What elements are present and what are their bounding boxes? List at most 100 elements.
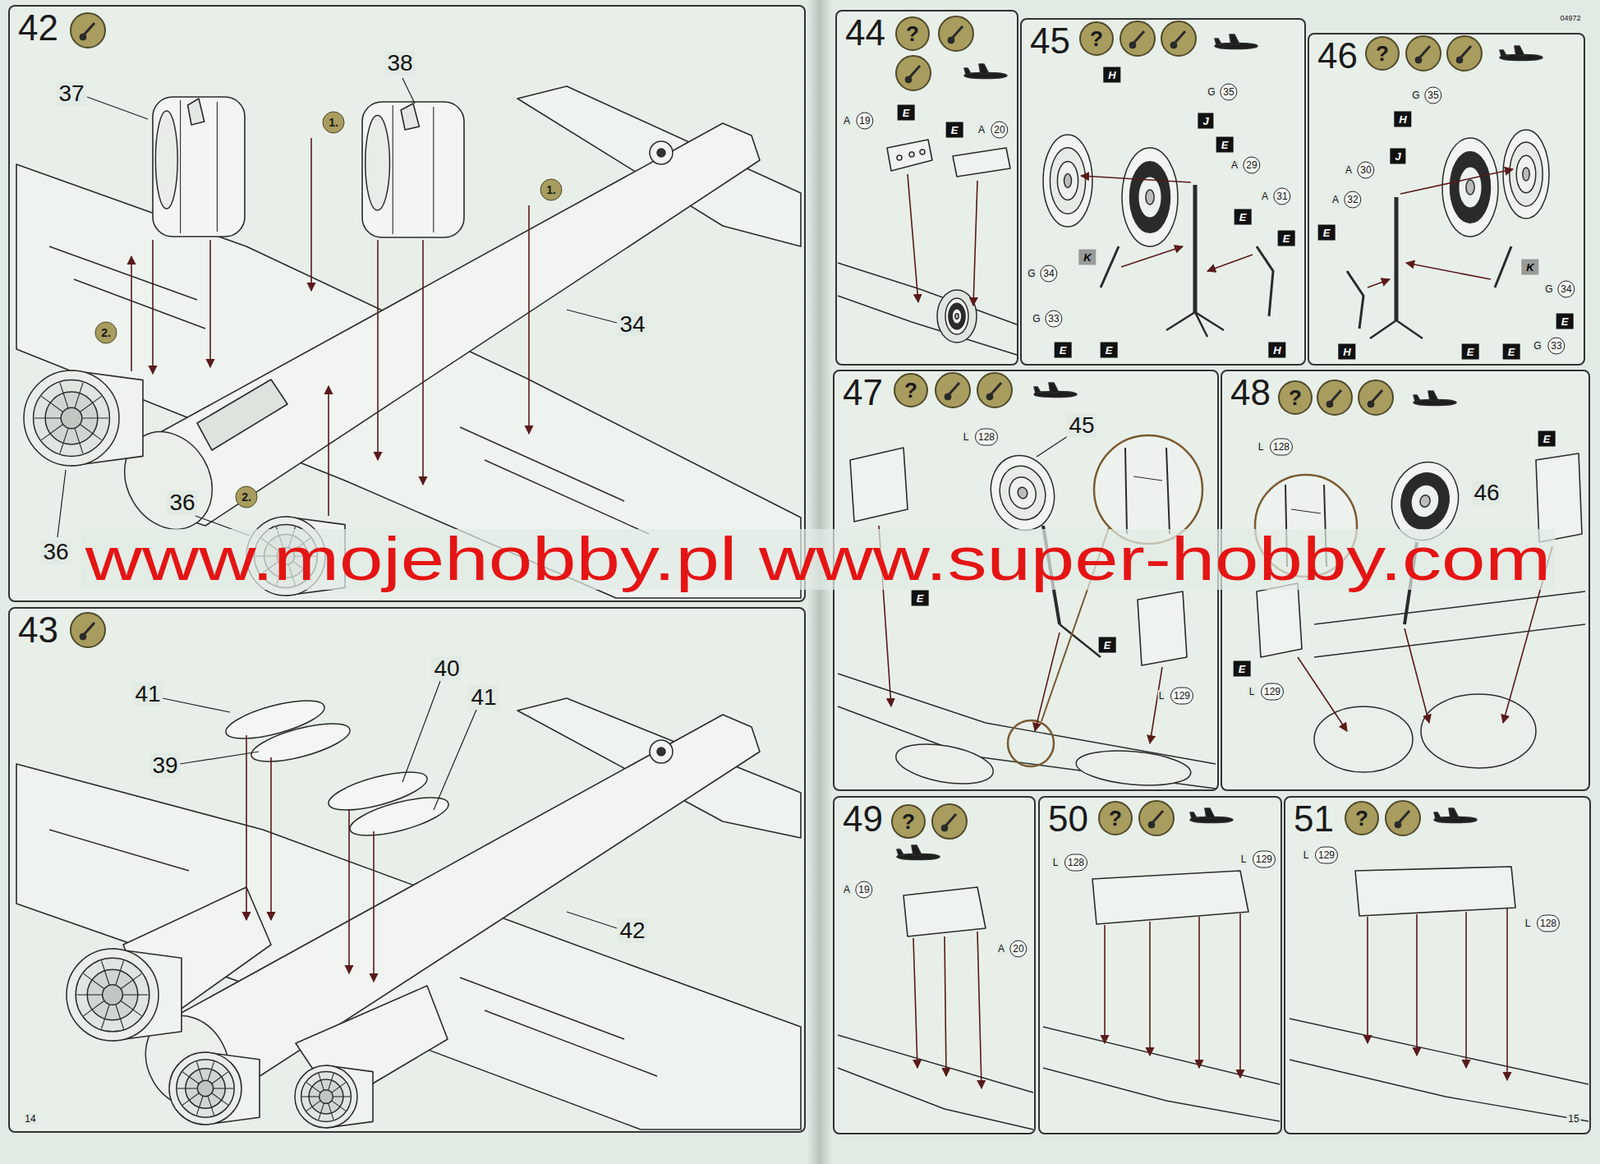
detail-ring — [1007, 720, 1054, 767]
assembly-arrow — [151, 239, 154, 374]
engine-cylinder — [207, 1095, 215, 1115]
sprue-letter: G — [1544, 283, 1554, 295]
wheel-rim — [993, 460, 1052, 525]
assembly-arrow — [1080, 175, 1191, 183]
sprue-letter: A — [1344, 164, 1353, 176]
assembly-arrow — [310, 137, 313, 291]
canopy-part — [903, 887, 986, 937]
part-number: 34 — [1039, 265, 1058, 283]
engine-ring — [301, 1071, 352, 1122]
instruction-icon — [1139, 800, 1174, 836]
sprue-letter: L — [1248, 685, 1256, 698]
detail-line — [1043, 1026, 1280, 1085]
tail-wheel-hub — [657, 747, 666, 756]
callout-number: 46 — [1471, 480, 1502, 506]
door-hole — [919, 149, 925, 155]
callout-number: 34 — [616, 312, 648, 337]
sprue-letter: A — [977, 124, 986, 136]
part-number: 128 — [1536, 914, 1560, 933]
sprue-letter: A — [1331, 193, 1340, 206]
leader-line — [433, 709, 477, 810]
wheel-disc — [1138, 176, 1163, 218]
assembly-arrow — [377, 239, 379, 460]
tail-wheel — [649, 740, 673, 764]
color-flag: E — [1098, 637, 1117, 653]
engine-cylinder — [34, 417, 61, 419]
color-flag: E — [1054, 342, 1072, 359]
callout-number: 36 — [166, 490, 198, 515]
leader-line — [179, 751, 259, 764]
color-flag: K — [1521, 259, 1539, 276]
assembly-arrow — [422, 239, 424, 485]
sequence-marker: 2. — [235, 486, 258, 509]
help-icon: ? — [1344, 800, 1380, 836]
sprue-letter: G — [1026, 267, 1036, 280]
detail-line — [1314, 624, 1586, 658]
detail-line — [1043, 1067, 1280, 1122]
wheel-disc — [1006, 473, 1040, 512]
help-icon: ? — [891, 804, 926, 839]
instruction-icon — [70, 612, 106, 648]
wheel-tyre — [945, 298, 969, 335]
detail-line — [1166, 447, 1170, 534]
assembly-arrow — [944, 936, 947, 1076]
engine-cylinder — [76, 993, 102, 995]
color-flag: E — [1556, 313, 1574, 330]
color-flag: K — [1078, 249, 1096, 266]
nacelle — [1420, 694, 1536, 768]
part-number: 19 — [855, 112, 874, 130]
color-flag: E — [946, 122, 964, 138]
detail-line — [49, 246, 198, 300]
canopy-part — [1355, 866, 1516, 916]
sprue-letter: G — [1532, 340, 1542, 352]
gear-brace — [1494, 246, 1512, 288]
engine-cylinder — [177, 1087, 198, 1089]
door-hole — [909, 151, 915, 157]
icon-glyph — [1415, 56, 1422, 64]
detail-line — [837, 1034, 1034, 1093]
sprue-letter: A — [1230, 159, 1239, 171]
callout-number: 41 — [468, 685, 499, 710]
step-number: 50 — [1048, 800, 1089, 837]
engine-cylinder — [59, 427, 69, 454]
leader-line — [566, 911, 617, 929]
wheel-rim — [1049, 147, 1086, 215]
sprue-letter: L — [1257, 441, 1265, 453]
wheel-disc — [951, 308, 962, 324]
engine-ring — [176, 1059, 235, 1118]
detail-line — [49, 829, 189, 871]
part-number: 35 — [1219, 83, 1237, 102]
help-icon: ? — [1278, 380, 1313, 415]
drop-tank — [346, 790, 453, 844]
gear-door — [850, 447, 908, 522]
part-number: 128 — [1064, 854, 1088, 872]
step-number: 43 — [18, 611, 59, 649]
gear-door — [1137, 591, 1187, 666]
nacelle — [1075, 746, 1193, 790]
detail-line — [1291, 509, 1321, 514]
assembly-arrow — [1239, 913, 1242, 1078]
engine-cylinder — [115, 1004, 125, 1030]
instruction-icon — [1161, 21, 1196, 56]
engine-cylinder — [41, 424, 63, 441]
wheel-hub — [1418, 493, 1431, 508]
assembly-arrow — [1404, 628, 1430, 723]
engine-front — [169, 1052, 242, 1125]
step-panel: 49 — [832, 795, 1036, 1135]
step-number: 44 — [845, 14, 886, 51]
part-number: 128 — [974, 428, 998, 446]
part-number: 19 — [855, 881, 873, 899]
wheel-tyre — [1121, 147, 1178, 247]
sprue-letter: G — [1031, 312, 1041, 325]
assembly-arrow — [1506, 908, 1509, 1081]
wheel-rim — [1394, 467, 1456, 535]
gear-strut — [1193, 184, 1198, 313]
instruction-icon — [1358, 380, 1394, 415]
gear-leg — [1166, 312, 1224, 331]
assembly-arrow — [1207, 254, 1253, 272]
detail-inset — [1094, 435, 1203, 544]
icon-glyph — [1394, 821, 1402, 828]
catalog-number: 04972 — [1558, 13, 1582, 23]
engine-front — [294, 1065, 358, 1128]
detail-line — [837, 262, 1017, 325]
